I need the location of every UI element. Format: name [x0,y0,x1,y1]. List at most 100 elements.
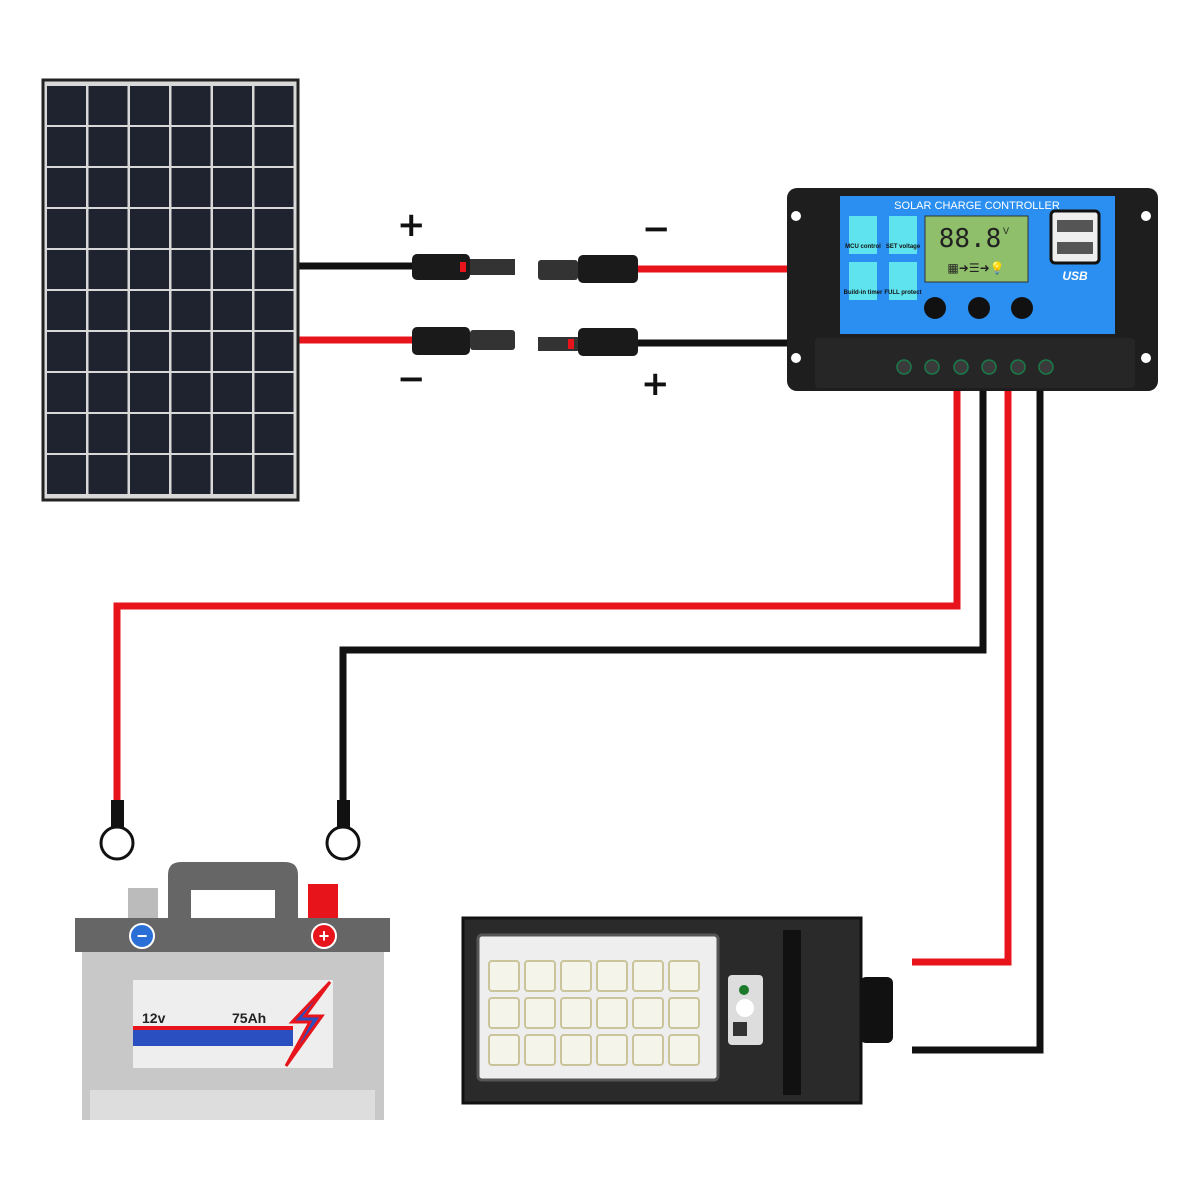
solar-cell [213,291,252,330]
mc4-connectors [412,254,638,356]
polarity-controller-top: − [642,209,671,249]
solar-cell [88,168,128,207]
menu-button[interactable] [924,297,946,319]
solar-cell [254,414,294,453]
solar-cell [254,86,294,125]
solar-cell [213,373,252,412]
terminal-screw[interactable] [1038,359,1054,375]
solar-cell [130,250,169,289]
solar-cell [254,291,294,330]
solar-cell [171,455,211,494]
solar-street-lamp [461,916,893,1105]
usb-label: USB [1062,269,1088,283]
solar-cell [47,414,86,453]
solar-cell [47,455,86,494]
solar-panel [41,78,300,502]
terminal-screw[interactable] [924,359,940,375]
led-chip [668,997,700,1029]
led-chip [596,997,628,1029]
solar-cell [88,291,128,330]
solar-cell [171,127,211,166]
feature-set: SET voltage [886,244,921,250]
solar-cell [88,455,128,494]
led-chip [668,1034,700,1066]
solar-cell [88,373,128,412]
mc4-female-top [538,255,638,283]
solar-cell [254,168,294,207]
solar-cell [88,127,128,166]
solar-cell [171,414,211,453]
solar-cell [88,209,128,248]
solar-cell [171,168,211,207]
terminal-screw[interactable] [896,359,912,375]
polarity-panel-bottom: − [397,359,426,399]
led-chip [668,960,700,992]
led-array [488,960,700,1066]
feature-icons: MCU control SET voltage Build-in timer F… [844,216,922,300]
led-chip [488,997,520,1029]
solar-cell [130,455,169,494]
solar-cell [47,250,86,289]
solar-cell [254,250,294,289]
led-chip [596,960,628,992]
solar-cell [47,209,86,248]
battery-capacity: 75Ah [232,1010,266,1026]
terminal-screw[interactable] [1010,359,1026,375]
solar-cell [213,86,252,125]
solar-cell [130,86,169,125]
solar-cell [254,127,294,166]
solar-cell [254,373,294,412]
solar-cell [88,332,128,371]
solar-cell [171,332,211,371]
solar-cell [88,86,128,125]
solar-cell [130,332,169,371]
led-chip [632,997,664,1029]
terminal-screw[interactable] [981,359,997,375]
solar-cell [254,332,294,371]
solar-cell [213,250,252,289]
led-chip [632,960,664,992]
feature-protect: FULL protect [884,290,921,296]
led-chip [596,1034,628,1066]
load-negative-wire [912,390,1044,1054]
led-chip [524,960,556,992]
led-chip [524,997,556,1029]
solar-cell [213,332,252,371]
solar-cell [130,373,169,412]
terminal-screw[interactable] [953,359,969,375]
solar-cell [213,127,252,166]
solar-cell [47,291,86,330]
solar-cell [213,455,252,494]
lcd-unit: V [1003,226,1009,236]
solar-cell [254,209,294,248]
up-button[interactable] [968,297,990,319]
battery-positive-symbol: + [319,926,330,946]
lcd-reading: 88.8 [939,224,1002,254]
solar-cell [130,127,169,166]
solar-cell [213,414,252,453]
solar-cell [47,373,86,412]
solar-cell [47,168,86,207]
led-chip [560,1034,592,1066]
solar-cell [254,455,294,494]
solar-cell [213,168,252,207]
wires [113,262,1044,1054]
led-chip [524,1034,556,1066]
polarity-panel-top: + [397,205,426,245]
solar-cell [47,332,86,371]
down-button[interactable] [1011,297,1033,319]
led-chip [488,1034,520,1066]
feature-mcu: MCU control [845,244,881,250]
led-chip [560,960,592,992]
mc4-male-bottom [412,327,515,355]
lcd-display [924,215,1029,283]
usb-ports [1049,209,1101,265]
ring-terminal-positive [99,800,135,861]
terminal-block [896,359,1054,375]
mc4-male-top [412,254,515,280]
load-positive-wire [912,390,1012,966]
solar-cell [171,250,211,289]
charge-controller: SOLAR CHARGE CONTROLLER 88.8 V ▦➜☰➜💡 MCU… [787,188,1158,391]
solar-cell [130,209,169,248]
